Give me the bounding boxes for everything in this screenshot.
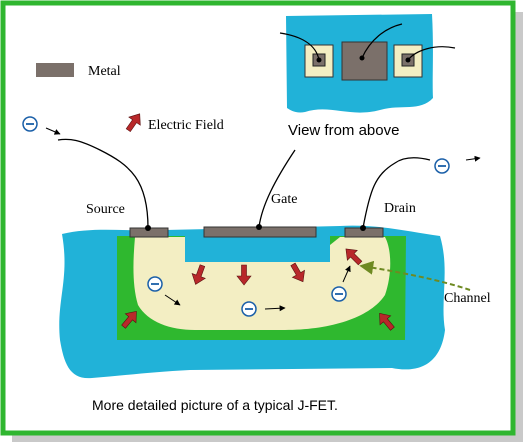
- source-label: Source: [86, 202, 125, 217]
- electron: [22, 116, 38, 132]
- top-view-gate-pad: [341, 41, 388, 81]
- metal-legend-swatch: [36, 63, 74, 77]
- gate-notch: [185, 236, 330, 262]
- electron: [147, 276, 163, 292]
- top-view-source-wire: [279, 32, 320, 61]
- electron: [434, 158, 450, 174]
- electron: [331, 286, 347, 302]
- figure-caption: More detailed picture of a typical J-FET…: [92, 397, 338, 413]
- top-view-source-pad: [304, 44, 334, 78]
- electron-motion-arrow: [164, 294, 181, 306]
- gate-wire: [258, 149, 296, 228]
- gate-label: Gate: [271, 192, 297, 207]
- field-legend-label: Electric Field: [148, 118, 224, 133]
- channel-pointer-arrow: [359, 260, 471, 291]
- top-view-inset: [279, 14, 456, 113]
- top-view-drain-wire: [407, 46, 456, 61]
- source-wire: [57, 138, 149, 229]
- drain-label: Drain: [384, 201, 416, 216]
- drain-wire: [362, 157, 431, 229]
- metal-legend-label: Metal: [88, 64, 121, 79]
- channel-region: [133, 237, 391, 330]
- electron: [241, 301, 257, 317]
- electron-motion-arrow: [342, 265, 351, 283]
- electron-motion-arrow: [465, 155, 481, 162]
- electron-motion-arrow: [45, 127, 61, 135]
- channel-label: Channel: [444, 291, 491, 306]
- top-view-caption: View from above: [288, 122, 399, 139]
- top-view-gate-wire: [361, 23, 403, 59]
- electron-motion-arrow: [264, 305, 286, 312]
